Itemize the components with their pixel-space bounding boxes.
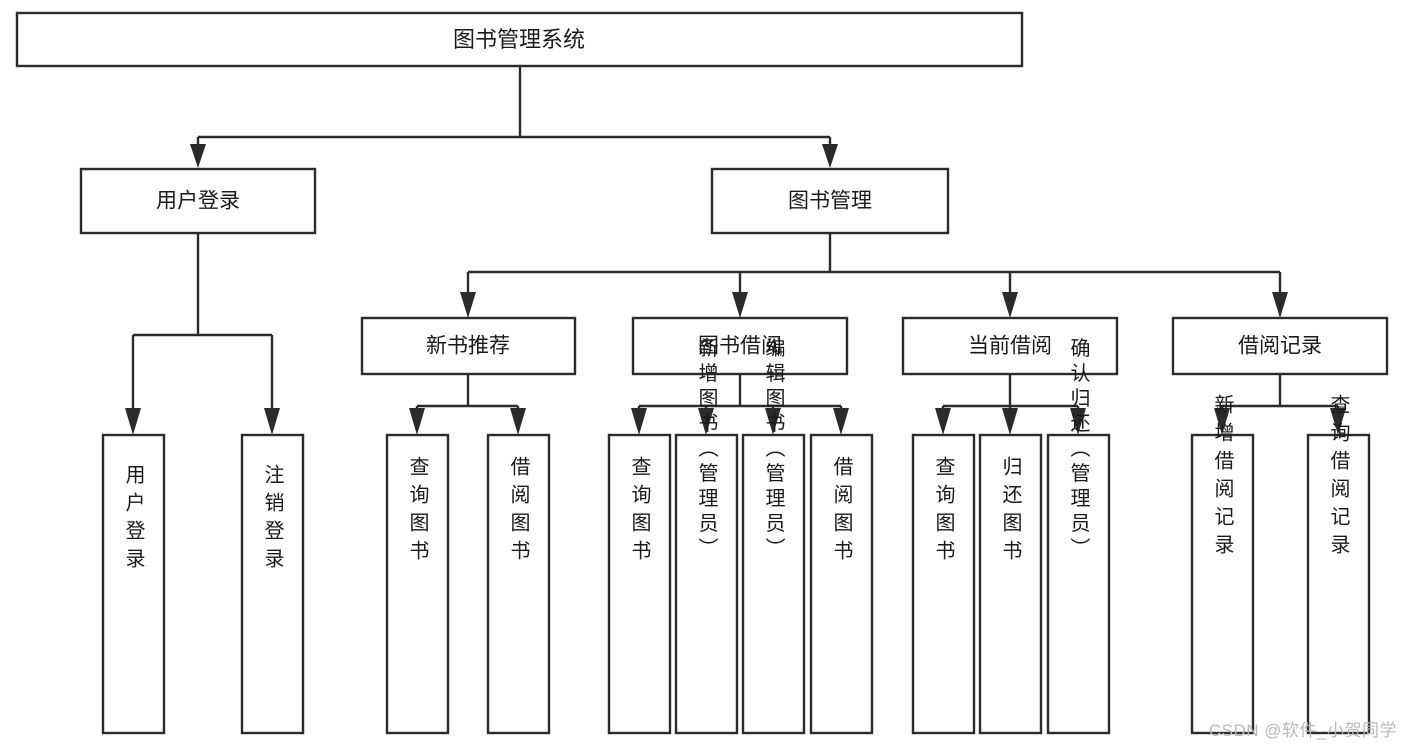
node-leaf-borrow-book-2-label: 借阅图书 bbox=[830, 456, 853, 568]
arrow-head-edit-book bbox=[765, 408, 781, 435]
node-leaf-query-book-1-box[interactable] bbox=[385, 433, 450, 735]
node-new-book-recommend-box[interactable] bbox=[360, 316, 577, 376]
node-leaf-query-book-3-box[interactable] bbox=[911, 433, 976, 735]
node-new-book-recommend-label: 新书推荐 bbox=[426, 335, 510, 358]
node-leaf-user-login-box[interactable] bbox=[101, 433, 166, 735]
node-book-borrow-label: 图书借阅 bbox=[698, 335, 782, 358]
node-user-login[interactable]: 用户登录 bbox=[79, 167, 317, 235]
node-leaf-confirm-return-label: 确认归还（管理员） bbox=[1067, 337, 1090, 562]
node-leaf-confirm-return[interactable]: 确认归还（管理员） bbox=[1046, 337, 1111, 735]
node-leaf-user-login[interactable]: 用户登录 bbox=[101, 433, 166, 735]
node-leaf-edit-book[interactable]: 编辑图书（管理员） bbox=[741, 337, 806, 735]
node-current-borrow[interactable]: 当前借阅 bbox=[901, 316, 1119, 376]
node-leaf-query-book-2[interactable]: 查询图书 bbox=[607, 433, 672, 735]
arrow-head-query-book-1 bbox=[409, 408, 425, 435]
node-leaf-borrow-book-2[interactable]: 借阅图书 bbox=[809, 433, 874, 735]
node-leaf-logout[interactable]: 注销登录 bbox=[240, 433, 305, 735]
arrow-head-borrow-record bbox=[1272, 292, 1288, 318]
arrow-head-user-login bbox=[190, 144, 206, 168]
node-leaf-logout-box[interactable] bbox=[240, 433, 305, 735]
node-leaf-logout-label: 注销登录 bbox=[261, 464, 284, 576]
arrow-head-confirm-return bbox=[1070, 408, 1086, 435]
node-leaf-add-book-box[interactable] bbox=[674, 433, 739, 735]
arrow-head-current-borrow bbox=[1002, 292, 1018, 318]
node-leaf-return-book-label: 归还图书 bbox=[999, 456, 1022, 568]
node-leaf-borrow-book-1-box[interactable] bbox=[486, 433, 551, 735]
node-user-login-box[interactable] bbox=[79, 167, 317, 235]
arrow-head-query-book-2 bbox=[631, 408, 647, 435]
arrow-head-new-book-recommend bbox=[460, 292, 476, 318]
arrow-head-book-management bbox=[822, 144, 838, 168]
arrow-head-book-borrow bbox=[732, 292, 748, 318]
node-leaf-query-record[interactable]: 查询借阅记录 bbox=[1306, 394, 1371, 735]
node-leaf-add-book[interactable]: 新增图书（管理员） bbox=[674, 337, 739, 735]
node-leaf-query-book-2-box[interactable] bbox=[607, 433, 672, 735]
node-leaf-query-book-2-label: 查询图书 bbox=[628, 456, 651, 568]
node-leaf-query-record-label: 查询借阅记录 bbox=[1327, 394, 1350, 562]
arrow-head-leaf-user-login bbox=[125, 408, 141, 435]
node-leaf-query-book-1-label: 查询图书 bbox=[406, 456, 429, 568]
node-leaf-add-record-label: 新增借阅记录 bbox=[1211, 394, 1234, 562]
node-user-login-label: 用户登录 bbox=[156, 190, 240, 213]
node-leaf-add-record[interactable]: 新增借阅记录 bbox=[1190, 394, 1255, 735]
node-borrow-record[interactable]: 借阅记录 bbox=[1171, 316, 1389, 376]
connector-group-current-borrow bbox=[935, 374, 1086, 435]
node-leaf-add-book-label: 新增图书（管理员） bbox=[695, 337, 718, 562]
node-leaf-user-login-label: 用户登录 bbox=[122, 464, 145, 576]
node-book-management[interactable]: 图书管理 bbox=[710, 167, 950, 235]
node-leaf-edit-book-box[interactable] bbox=[741, 433, 806, 735]
arrow-head-borrow-book-1 bbox=[510, 408, 526, 435]
node-root[interactable]: 图书管理系统 bbox=[15, 11, 1024, 68]
connector-group-book-borrow bbox=[631, 374, 849, 435]
node-leaf-borrow-book-2-box[interactable] bbox=[809, 433, 874, 735]
arrow-head-add-book bbox=[698, 408, 714, 435]
arrow-head-return-book bbox=[1002, 408, 1018, 435]
node-leaf-confirm-return-box[interactable] bbox=[1046, 433, 1111, 735]
node-book-borrow-box[interactable] bbox=[631, 316, 849, 376]
node-leaf-return-book-box[interactable] bbox=[978, 433, 1043, 735]
arrow-head-borrow-book-2 bbox=[833, 408, 849, 435]
node-leaf-add-record-box[interactable] bbox=[1190, 433, 1255, 735]
arrow-head-leaf-logout bbox=[264, 408, 280, 435]
node-leaf-query-book-1[interactable]: 查询图书 bbox=[385, 433, 450, 735]
connector-group-book-management bbox=[460, 233, 1288, 318]
node-leaf-return-book[interactable]: 归还图书 bbox=[978, 433, 1043, 735]
node-borrow-record-box[interactable] bbox=[1171, 316, 1389, 376]
node-new-book-recommend[interactable]: 新书推荐 bbox=[360, 316, 577, 376]
connector-group-user-login bbox=[125, 233, 280, 435]
node-book-management-label: 图书管理 bbox=[788, 190, 872, 213]
node-book-management-box[interactable] bbox=[710, 167, 950, 235]
node-borrow-record-label: 借阅记录 bbox=[1238, 335, 1322, 358]
node-leaf-query-book-3[interactable]: 查询图书 bbox=[911, 433, 976, 735]
node-leaf-edit-book-label: 编辑图书（管理员） bbox=[762, 337, 785, 562]
arrow-head-query-book-3 bbox=[935, 408, 951, 435]
connector-group-new-book-recommend bbox=[409, 374, 526, 435]
node-current-borrow-label: 当前借阅 bbox=[968, 335, 1052, 358]
node-book-borrow[interactable]: 图书借阅 bbox=[631, 316, 849, 376]
node-leaf-query-book-3-label: 查询图书 bbox=[932, 456, 955, 568]
node-current-borrow-box[interactable] bbox=[901, 316, 1119, 376]
node-leaf-borrow-book-1-label: 借阅图书 bbox=[507, 456, 530, 568]
node-leaf-query-record-box[interactable] bbox=[1306, 433, 1371, 735]
arrow-head-add-record bbox=[1214, 408, 1230, 435]
node-leaf-borrow-book-1[interactable]: 借阅图书 bbox=[486, 433, 551, 735]
connector-group-borrow-record bbox=[1214, 374, 1346, 435]
arrow-head-query-record bbox=[1330, 408, 1346, 435]
node-root-label: 图书管理系统 bbox=[453, 27, 585, 52]
connector-group-root bbox=[190, 67, 838, 168]
node-root-box[interactable] bbox=[15, 11, 1024, 68]
